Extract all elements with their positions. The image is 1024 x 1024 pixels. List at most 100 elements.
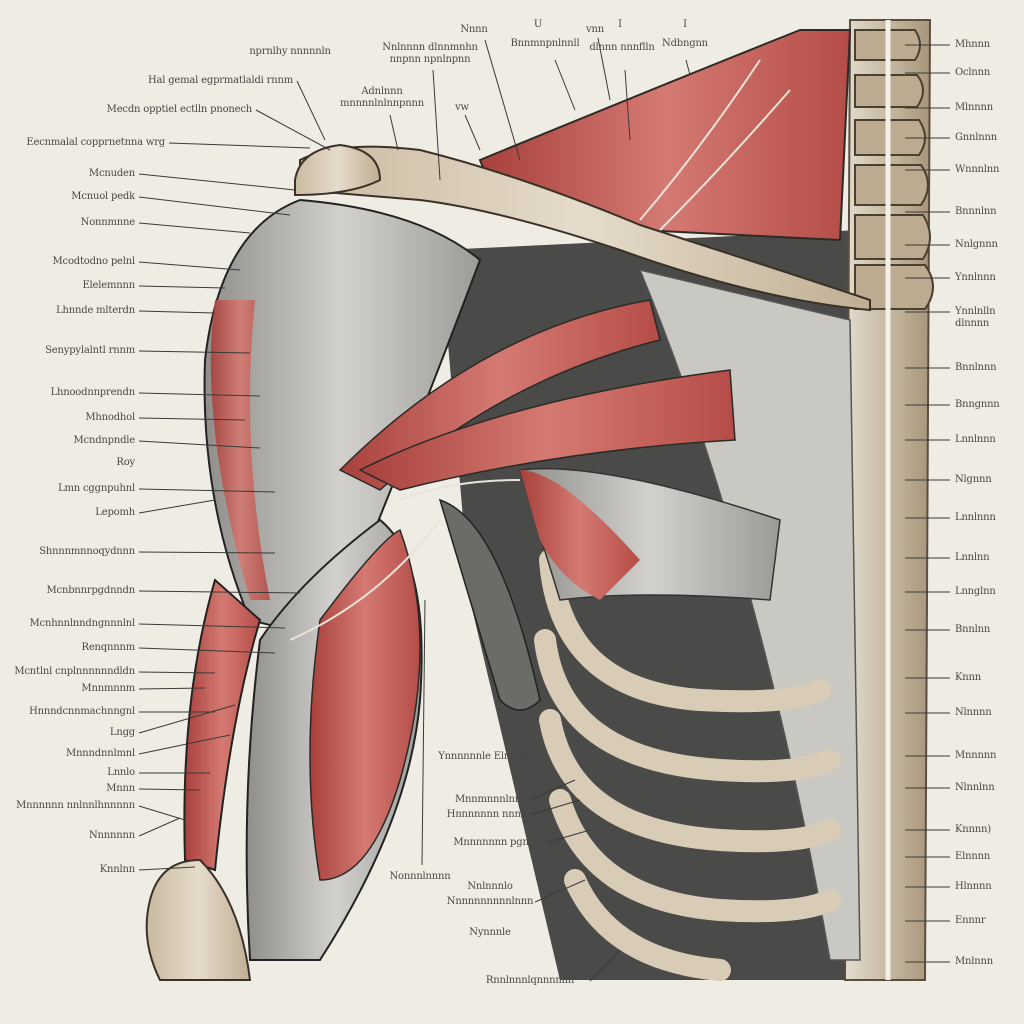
right-label: Hlnnnn: [955, 881, 992, 892]
leader-line: [138, 623, 286, 629]
leader-line: [597, 37, 611, 101]
bottom-label: Nynnnle: [469, 927, 511, 938]
leader-line: [544, 829, 591, 844]
leader-line: [138, 671, 216, 674]
vertebrae: [854, 29, 934, 310]
left-label: Mcndnpndle: [73, 435, 136, 446]
leader-line: [138, 687, 206, 690]
ribs: [534, 549, 841, 981]
right-label: Lnnlnn: [955, 552, 990, 563]
right-label: Nlnnlnn: [955, 782, 995, 793]
leader-line: [432, 69, 441, 181]
bottom-label: Nonnnlnnnn: [389, 871, 451, 882]
leader-line: [554, 59, 576, 111]
right-label: Mnlnnn: [955, 956, 993, 967]
top-label: dlnnn nnnflln: [589, 42, 655, 53]
leader-line: [138, 499, 216, 514]
right-label: Mlnnnn: [955, 102, 993, 113]
right-label: Nnlgnnn: [955, 239, 998, 250]
top-label: Nnnn: [460, 24, 488, 35]
top-label: nprnlhy nnnnnln: [249, 46, 331, 57]
bottom-label: Rnnlnnnlqnnnnnn: [485, 975, 575, 986]
leader-line: [138, 261, 241, 271]
bottom-label: Mnnnnnnn pgnnnlnn: [453, 837, 557, 848]
leader-line: [138, 866, 196, 871]
left-label: Lhnoodnnprendn: [50, 387, 136, 398]
right-label: Bnnlnnn: [955, 362, 997, 373]
leader-line: [138, 590, 301, 594]
top-label: vnn: [586, 24, 604, 35]
left-label: Renqnnnm: [81, 642, 136, 653]
left-label: Hnnndcnnmachnngnl: [29, 706, 135, 717]
right-label: Knnn: [955, 672, 981, 683]
leader-line: [138, 647, 276, 654]
left-label: Lhnnde mlterdn: [56, 305, 135, 316]
leader-line: [138, 222, 251, 234]
leader-line: [138, 734, 231, 755]
left-label: Mnnndnnlmnl: [66, 748, 135, 759]
right-label: Lnnglnn: [955, 586, 996, 597]
leader-line: [464, 114, 481, 151]
left-label: Nnnnnnn: [89, 830, 135, 841]
left-label: Mcnbnnrpgdnndn: [46, 585, 136, 596]
leader-lines: [138, 37, 950, 982]
leader-line: [138, 196, 291, 216]
right-label: Elnnnn: [955, 851, 991, 862]
left-label: Mnnn: [106, 783, 135, 794]
bottom-label: Hnnnnnnn nnnnn: [446, 809, 534, 820]
right-label: Wnnnlnn: [955, 164, 1000, 175]
leader-line: [138, 788, 201, 791]
leader-line: [685, 59, 691, 76]
left-label: Mecdn opptiel ectlln pnonech: [106, 104, 253, 115]
leader-line: [138, 817, 181, 837]
bottom-label: Ynnnnnnle Elnnnnl: [438, 751, 532, 762]
left-label: Hal gemal egprmatlaldi rnnm: [147, 75, 293, 86]
bottom-label: Nnnnnnnnnnlnnn: [446, 896, 534, 907]
top-label: U: [533, 19, 543, 30]
left-label: Elelemnnn: [82, 280, 135, 291]
left-label: Lngg: [109, 727, 135, 738]
leader-line: [484, 39, 521, 161]
right-label: Oclnnn: [955, 67, 991, 78]
left-label: Senypylalntl rnnm: [45, 345, 135, 356]
leader-line: [624, 69, 631, 141]
leader-line: [138, 350, 251, 354]
latissimus-muscle: [638, 268, 861, 961]
leader-line: [138, 551, 276, 554]
right-label: Ennnr: [955, 915, 986, 926]
trapezius-muscle: [478, 29, 852, 242]
leader-line: [138, 704, 236, 734]
leader-line: [529, 779, 576, 801]
left-label: Mcnhnnlnndngnnnlnl: [29, 618, 136, 629]
leader-line: [138, 805, 186, 821]
leader-line: [255, 109, 331, 151]
forearm-muscle: [438, 498, 541, 711]
left-label: Mhnodhol: [85, 412, 135, 423]
deltoid-red-portion: [210, 300, 270, 600]
left-label: Shnnnmnnoqydnnn: [39, 546, 135, 557]
right-label: Nlnnnn: [955, 707, 992, 718]
left-label: Lmn cggnpuhnl: [58, 483, 135, 494]
left-label: Mcnuden: [88, 168, 135, 179]
leader-line: [529, 799, 581, 816]
leader-line: [389, 114, 399, 151]
leader-line: [421, 599, 426, 866]
serratus-red: [520, 470, 640, 600]
acromion-bone: [294, 143, 382, 197]
top-label: I: [618, 19, 622, 30]
left-label: Mcntlnl cnplnnnnnndldn: [14, 666, 135, 677]
right-label: Lnnlnnn: [955, 434, 996, 445]
left-label: Mcodtodno pelnl: [52, 256, 136, 267]
top-label: Adnlnnn mnnnnlnlnnpnnn: [340, 86, 424, 109]
bottom-label: Mnnmnnnlnn: [454, 794, 521, 805]
leader-line: [138, 285, 226, 289]
left-label: Mnnmnnm: [81, 683, 135, 694]
arm-red-muscle: [309, 528, 421, 881]
right-label: Lnnlnnn: [955, 512, 996, 523]
leader-line: [138, 488, 276, 493]
right-label: Mnnnnn: [955, 750, 997, 761]
leader-line: [138, 173, 296, 191]
left-label: Eecnmalal copprnetnna wrg: [26, 137, 165, 148]
